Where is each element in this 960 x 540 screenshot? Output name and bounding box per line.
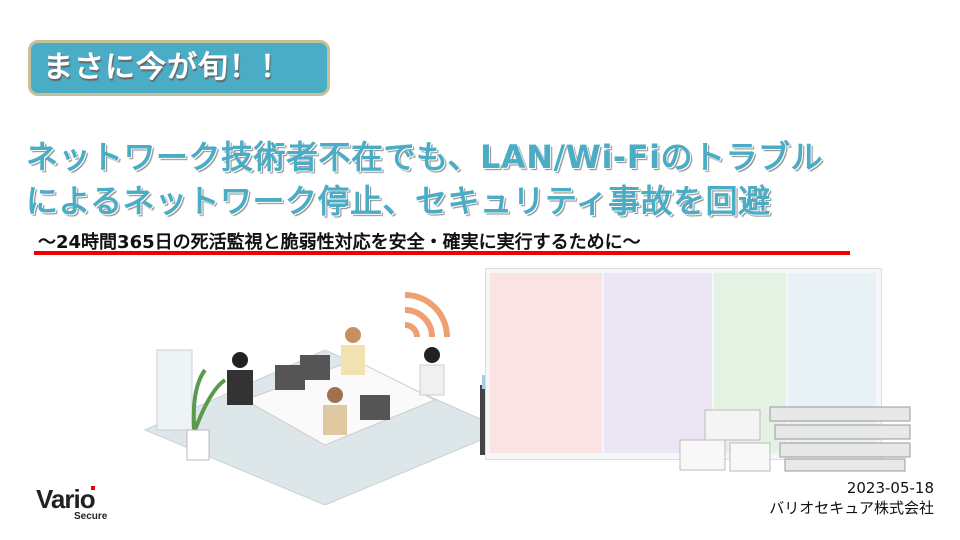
title-line-1: ネットワーク技術者不在でも、LAN/Wi-Fiのトラブル — [26, 138, 824, 176]
company-logo: Vario Secure — [36, 484, 108, 522]
floor-plan-illustration — [485, 268, 882, 460]
network-devices-illustration — [679, 406, 911, 472]
wifi-icon — [404, 292, 450, 338]
subtitle: ～24時間365日の死活監視と脆弱性対応を安全・確実に実行するために～ — [38, 232, 641, 253]
office-illustration — [143, 292, 507, 505]
subtitle-underline — [34, 251, 850, 255]
date: 2023-05-18 — [846, 479, 934, 497]
headline-badge: まさに今が旬！！ — [28, 40, 330, 96]
footer-info: 2023-05-18 バリオセキュア株式会社 — [769, 478, 934, 518]
company-name: バリオセキュア株式会社 — [769, 499, 934, 517]
title-line-2: によるネットワーク停止、セキュリティ事故を回避 — [26, 182, 771, 220]
